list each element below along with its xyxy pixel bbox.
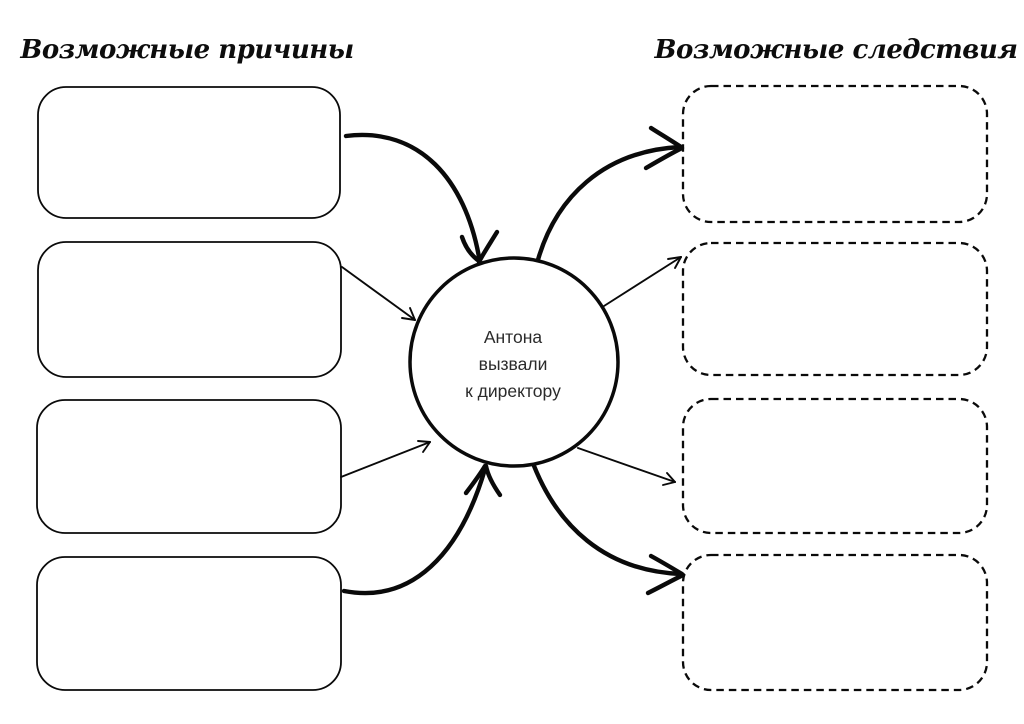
central-event-line-3: к директору bbox=[465, 381, 561, 401]
causes-column-title: Возможные причины bbox=[19, 35, 353, 65]
arrow-center-to-effect1 bbox=[533, 125, 685, 270]
effects-column-title: Возможные следствия bbox=[654, 35, 1018, 65]
arrow-cause1-to-center bbox=[343, 132, 500, 265]
effect-box-2[interactable] bbox=[681, 241, 989, 377]
effect-boxes-group bbox=[681, 84, 989, 692]
cause-box-4[interactable] bbox=[36, 556, 342, 691]
effect-box-1[interactable] bbox=[681, 84, 989, 224]
effect-box-4[interactable] bbox=[681, 553, 989, 692]
arrow-center-to-effect3 bbox=[577, 447, 676, 486]
cause-box-2[interactable] bbox=[37, 241, 342, 378]
arrow-center-to-effect4 bbox=[528, 455, 686, 596]
cause-box-1[interactable] bbox=[37, 86, 341, 219]
central-event-node: Антона вызвали к директору bbox=[408, 256, 620, 468]
cause-box-3[interactable] bbox=[36, 399, 342, 534]
cause-boxes-group bbox=[36, 86, 342, 691]
effect-box-3[interactable] bbox=[681, 397, 989, 535]
arrow-cause2-to-center bbox=[341, 266, 416, 321]
central-event-line-2: вызвали bbox=[479, 354, 548, 374]
arrow-cause3-to-center bbox=[340, 440, 431, 478]
arrow-cause4-to-center bbox=[341, 463, 503, 596]
central-event-line-1: Антона bbox=[484, 327, 543, 347]
central-event-circle bbox=[408, 256, 620, 468]
arrow-center-to-effect2 bbox=[603, 256, 682, 307]
